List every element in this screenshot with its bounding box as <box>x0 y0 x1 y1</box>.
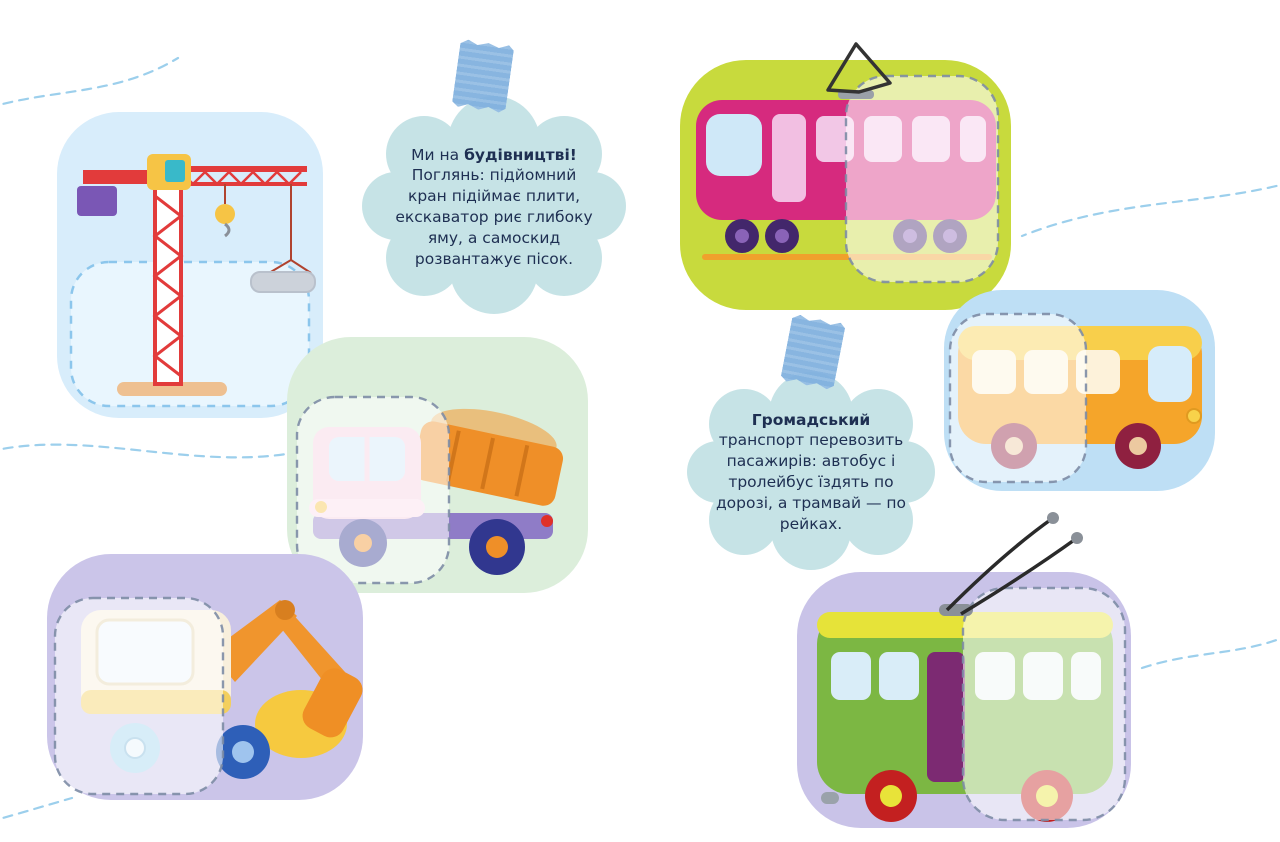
sticker-placeholder <box>69 260 311 408</box>
transport-bubble-headline: Громадський <box>751 410 871 429</box>
sticker-placeholder <box>961 586 1127 822</box>
sticker-placeholder <box>948 312 1088 484</box>
panel-crane <box>55 110 325 420</box>
speech-bubble-construction: Ми на будівництві! Поглянь: підйомний кр… <box>362 96 626 316</box>
cloud-shape <box>687 372 935 570</box>
dump-truck-illustration <box>287 337 588 593</box>
tower-crane-illustration <box>57 112 323 418</box>
bus-windshield <box>1148 346 1192 402</box>
crane-base <box>117 382 227 396</box>
crane-hook <box>215 184 235 238</box>
dump-truck-taillight <box>541 515 553 527</box>
crane-cab <box>147 154 191 190</box>
trolleybus-bumper <box>821 792 839 804</box>
tram-window <box>816 116 854 162</box>
excavator-illustration <box>47 554 363 800</box>
bus-illustration <box>944 290 1215 491</box>
bus-headlight <box>1186 408 1202 424</box>
transport-bubble-body: транспорт перевозить пасажирів: автобус … <box>715 431 907 533</box>
panel-excavator <box>45 552 365 802</box>
panel-dump-truck <box>285 335 590 595</box>
crane-mast <box>152 186 184 386</box>
speech-bubble-transport: Громадський транспорт перевозить пасажир… <box>687 372 935 572</box>
sticker-placeholder <box>844 74 1000 284</box>
crane-counterweight <box>77 186 117 216</box>
crane-jib <box>177 166 307 186</box>
trolleybus-illustration <box>797 512 1131 828</box>
panel-trolleybus <box>795 500 1135 830</box>
cloud-shape <box>362 96 626 314</box>
washi-tape-icon <box>452 39 515 114</box>
construction-bubble-body: Поглянь: підйомний кран підіймає плити, … <box>395 166 593 268</box>
excavator-bucket <box>302 668 363 738</box>
trolleybus-poles <box>939 512 1083 616</box>
tram-windshield <box>706 114 762 176</box>
trolleybus-door <box>927 652 965 782</box>
tram-door <box>772 114 806 202</box>
tram-pantograph <box>826 42 892 99</box>
sticker-placeholder <box>295 395 451 585</box>
construction-bubble-headline: Ми на будівництві! <box>411 145 577 164</box>
crane-load-slab <box>250 184 316 293</box>
panel-tram <box>678 28 1013 313</box>
sticker-placeholder <box>53 596 225 796</box>
construction-bubble-text: Ми на будівництві! Поглянь: підйомний кр… <box>390 124 598 290</box>
transport-bubble-text: Громадський транспорт перевозить пасажир… <box>714 398 908 546</box>
trolleybus-window <box>831 652 871 700</box>
excavator-arm <box>210 600 363 758</box>
dump-truck-bed <box>413 408 564 506</box>
trolleybus-window <box>879 652 919 700</box>
panel-bus <box>942 288 1217 493</box>
tram-illustration <box>680 42 1011 310</box>
crane-counter-jib <box>83 170 159 184</box>
